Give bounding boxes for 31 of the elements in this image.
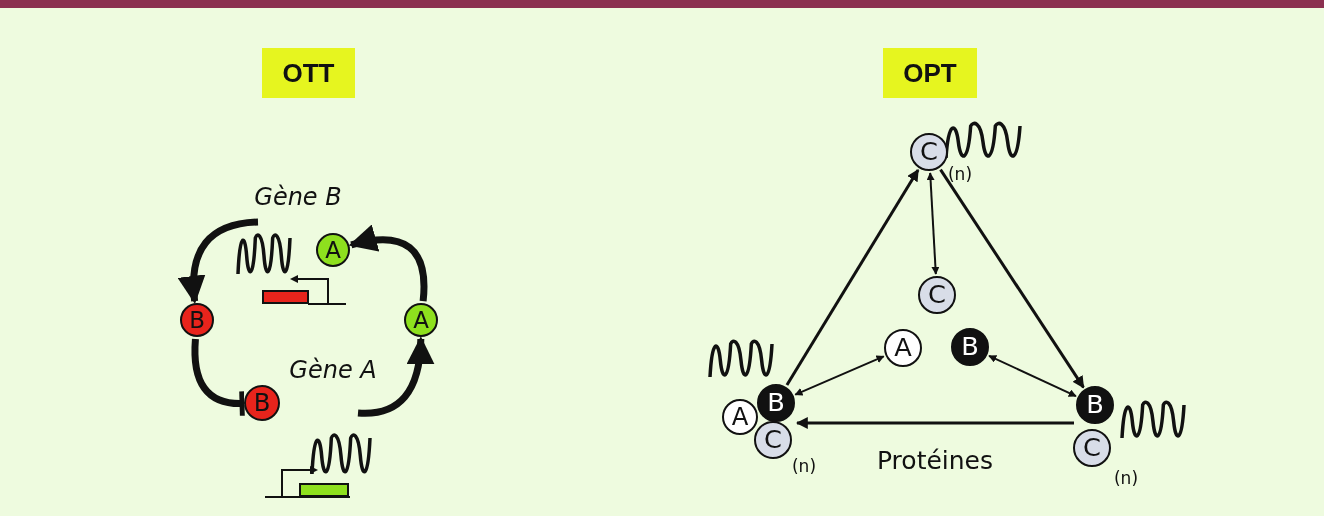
protein-circle: B (1076, 386, 1114, 424)
protein-circle: A (316, 233, 350, 267)
title-box: OPT (883, 48, 977, 98)
subscript-label: (n) (948, 164, 972, 184)
arrow (785, 168, 920, 386)
arrow (348, 225, 428, 302)
protein-circle: B (951, 328, 989, 366)
arrow (939, 168, 1085, 389)
arrow (357, 336, 434, 417)
arrow (795, 417, 1074, 429)
arrow (926, 171, 940, 276)
protein-circle: C (918, 276, 956, 314)
protein-circle: A (722, 399, 758, 435)
subscript-label: (n) (1114, 468, 1138, 488)
protein-circle: C (754, 421, 792, 459)
protein-circle: A (404, 303, 438, 337)
subscript-label: (n) (792, 456, 816, 476)
inhibition-arc (191, 338, 245, 416)
arrow (794, 355, 885, 396)
gene-label: Gène A (289, 356, 377, 384)
protein-circle: B (757, 384, 795, 422)
arrow (178, 218, 259, 304)
title-box: OTT (262, 48, 355, 98)
protein-circle: C (1073, 429, 1111, 467)
protein-circle: B (244, 385, 280, 421)
protein-circle: B (180, 303, 214, 337)
arrow (988, 354, 1077, 398)
gene-label: Gène B (254, 183, 342, 211)
caption-label: Protéines (877, 445, 993, 475)
protein-circle: A (884, 329, 922, 367)
protein-circle: C (910, 133, 948, 171)
